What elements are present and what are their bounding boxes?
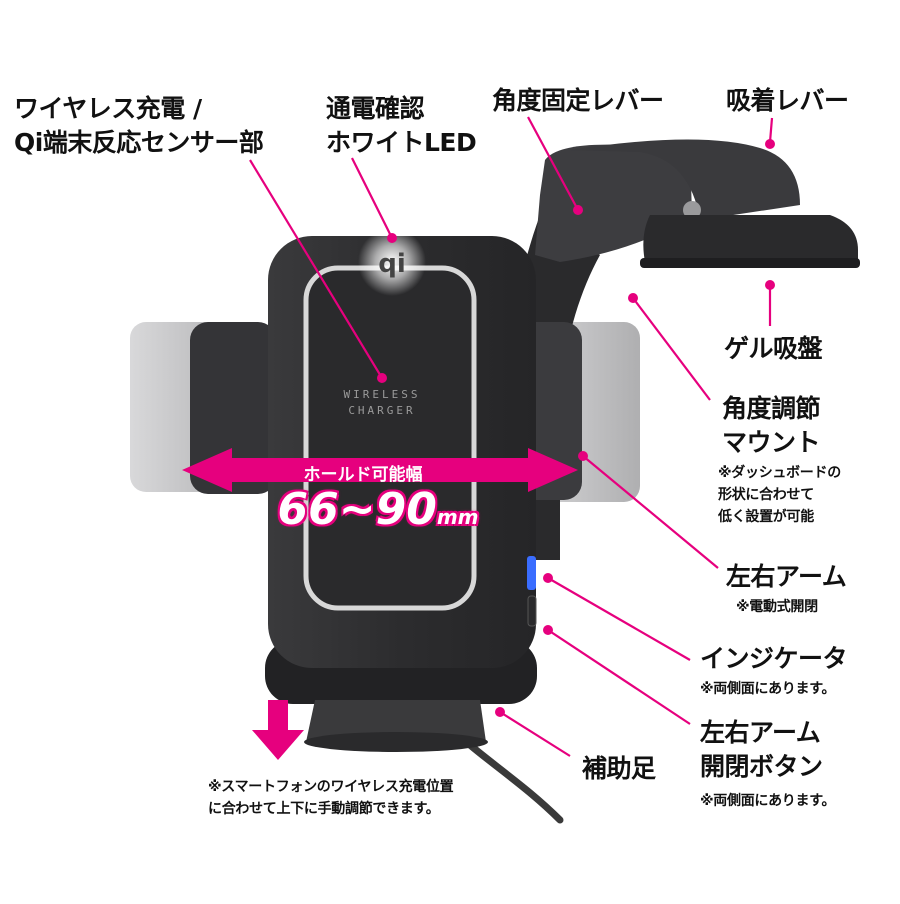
dot-arm-button — [543, 625, 553, 635]
support-foot — [306, 700, 486, 742]
callout-lines — [249, 116, 774, 757]
label-angle-mount: 角度調節 マウント — [722, 394, 821, 457]
label-arms: 左右アーム — [726, 562, 847, 591]
dot-angle-lock-lever — [573, 205, 583, 215]
label-power-led: 通電確認 ホワイトLED — [326, 94, 477, 157]
indicator-light — [527, 556, 536, 590]
wireless-text-line2: CHARGER — [348, 404, 415, 417]
leader-wireless-sensor — [249, 159, 383, 379]
dot-wireless-sensor — [377, 373, 387, 383]
dot-suction-lever — [765, 139, 775, 149]
leader-indicator — [547, 577, 691, 661]
wireless-text-line1: WIRELESS — [344, 388, 421, 401]
dot-gel-suction — [765, 280, 775, 290]
label-support-foot: 補助足 — [582, 754, 656, 783]
label-indicator: インジケータ — [700, 644, 848, 673]
power-cable — [466, 741, 564, 824]
dot-support-foot — [495, 707, 505, 717]
label-arms-note: ※電動式開閉 — [736, 599, 818, 615]
hold-width-unit: mm — [436, 505, 479, 529]
label-angle-lock-lever: 角度固定レバー — [492, 86, 664, 115]
dot-angle-mount — [628, 293, 638, 303]
gel-suction-base — [640, 258, 860, 268]
label-wireless-sensor: ワイヤレス充電 / Qi端末反応センサー部 — [14, 94, 264, 157]
dot-arms — [578, 451, 588, 461]
leader-arm-button — [547, 629, 691, 725]
support-foot-pad — [304, 732, 488, 752]
qi-logo-icon: qi — [378, 249, 406, 279]
hold-width-label: ホールド可能幅 — [303, 465, 423, 485]
leader-support-foot — [499, 711, 571, 757]
label-indicator-note: ※両側面にあります。 — [700, 681, 836, 697]
leader-arms — [582, 455, 719, 569]
leader-power-led — [351, 157, 393, 239]
hold-width-range: 66~90mm — [248, 484, 508, 535]
callout-dots — [377, 139, 775, 717]
suction-lever-body — [570, 139, 800, 220]
leader-angle-lock-lever — [527, 116, 579, 211]
dot-power-led — [387, 233, 397, 243]
label-arm-button: 左右アーム 開閉ボタン — [700, 718, 823, 781]
dot-indicator — [543, 573, 553, 583]
label-suction-lever: 吸着レバー — [726, 86, 849, 115]
leader-suction-lever — [768, 117, 774, 143]
adjust-down-arrow — [252, 700, 304, 760]
label-arm-button-note: ※両側面にあります。 — [700, 793, 836, 809]
label-gel-suction: ゲル吸盤 — [724, 334, 823, 363]
label-adjust-note: ※スマートフォンのワイヤレス充電位置 に合わせて上下に手動調節できます。 — [208, 779, 454, 817]
left-arm — [190, 322, 276, 494]
arm-button — [527, 595, 537, 627]
gel-suction-cup — [643, 215, 858, 262]
charging-pad-outline — [303, 265, 477, 611]
hold-width-value: 66~90 — [277, 484, 437, 535]
lever-pivot — [683, 201, 701, 219]
label-angle-mount-note: ※ダッシュボードの 形状に合わせて 低く設置が可能 — [718, 465, 841, 525]
hold-width-arrow — [182, 448, 578, 492]
leader-angle-mount — [632, 297, 711, 401]
power-led-glow — [358, 228, 426, 296]
